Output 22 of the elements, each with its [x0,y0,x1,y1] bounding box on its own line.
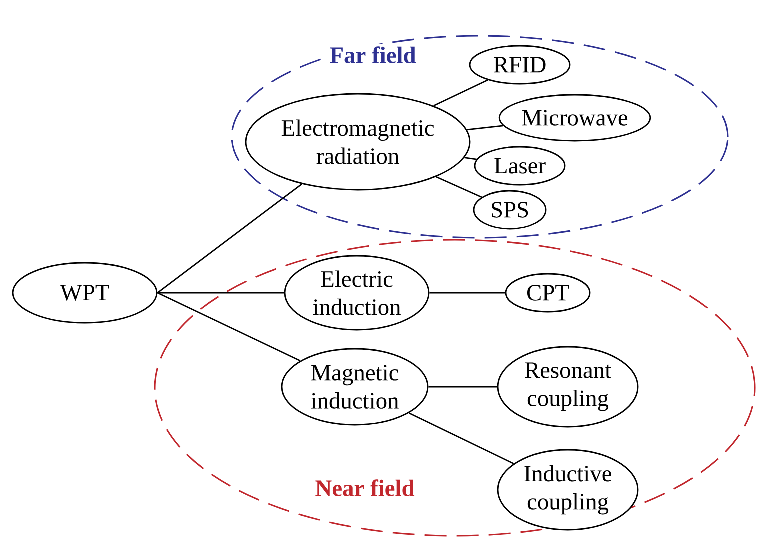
ellipse-node: Inductive coupling [497,449,639,531]
connector-line [430,292,506,294]
connector-line [436,176,482,198]
connector-line [158,292,284,294]
connector-line [428,386,498,388]
ellipse-node: Microwave [498,94,652,142]
ellipse-node: WPT [12,262,158,324]
ellipse-node: Electric induction [284,255,430,331]
connector-line [157,184,302,294]
connector-line [464,157,477,160]
node-label: Inductive coupling [524,465,612,515]
connector-line [157,292,301,362]
ellipse-node: CPT [505,273,591,313]
connector-line [467,125,504,131]
ellipse-node: Magnetic induction [281,348,429,426]
connector-line [408,412,514,464]
ellipse-node: RFID [469,45,571,85]
ellipse-node: Resonant coupling [497,346,639,428]
ellipse-node: Electromagnetic radiation [245,93,471,191]
connector-line [434,80,488,107]
ellipse-node: Laser [474,146,566,186]
ellipse-node: SPS [473,190,547,230]
